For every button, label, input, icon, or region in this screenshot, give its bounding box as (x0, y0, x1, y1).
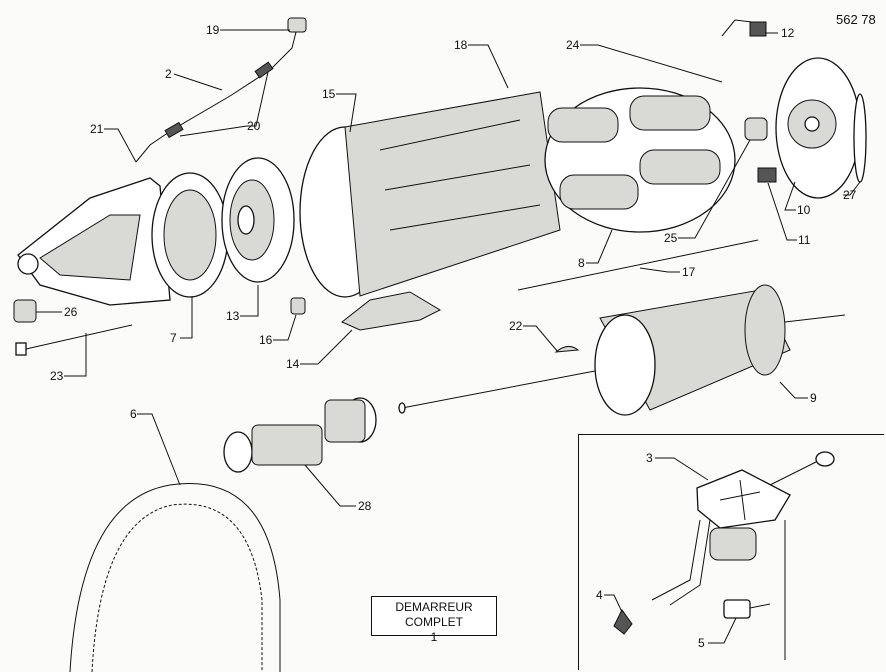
through-bolt-23 (15, 324, 133, 356)
clip-4 (613, 609, 633, 635)
armature (398, 284, 846, 416)
label-2: 2 (165, 67, 172, 81)
label-10: 10 (797, 203, 811, 217)
bracket-14 (341, 291, 442, 331)
label-24: 24 (566, 38, 580, 52)
label-9: 9 (810, 391, 817, 405)
solenoid-switch (651, 451, 835, 660)
label-14: 14 (286, 357, 300, 371)
label-23: 23 (50, 369, 64, 383)
terminal-11 (757, 167, 777, 183)
bushing-25 (744, 117, 768, 141)
tie-rod-17 (517, 239, 759, 291)
field-coils (544, 87, 736, 233)
wire-assembly (135, 17, 307, 163)
key-22 (554, 346, 580, 353)
bushing-16 (290, 297, 306, 315)
label-4: 4 (596, 588, 603, 602)
label-22: 22 (509, 319, 523, 333)
label-25: 25 (664, 231, 678, 245)
cover-plate (221, 157, 295, 283)
label-7: 7 (170, 331, 177, 345)
washer-27 (853, 93, 867, 183)
label-3: 3 (646, 451, 653, 465)
label-5: 5 (698, 636, 705, 650)
drive-end-housing (17, 172, 229, 306)
bushing-26 (13, 299, 37, 323)
leader-lines (36, 29, 861, 644)
label-19: 19 (206, 23, 220, 37)
label-18: 18 (454, 38, 468, 52)
connector-12 (721, 19, 767, 37)
label-8: 8 (578, 256, 585, 270)
commutator-end-plate (775, 57, 861, 199)
ring-gear (69, 483, 281, 672)
figure-code: 562 78 (836, 12, 876, 27)
label-20: 20 (247, 119, 261, 133)
yoke-body (299, 91, 561, 298)
label-15: 15 (322, 87, 336, 101)
label-11: 11 (798, 233, 811, 247)
title-box: DEMARREUR COMPLET 1 (371, 596, 497, 644)
label-16: 16 (259, 333, 273, 347)
title-line-2: 1 (430, 630, 438, 644)
title-line-1: DEMARREUR COMPLET (395, 600, 473, 629)
label-27: 27 (843, 188, 857, 202)
pinion-drive (223, 397, 377, 473)
inset-frame (578, 434, 884, 670)
label-28: 28 (358, 499, 372, 513)
label-12: 12 (781, 26, 795, 40)
label-26: 26 (64, 305, 78, 319)
label-13: 13 (226, 309, 240, 323)
label-21: 21 (90, 122, 104, 136)
label-6: 6 (130, 407, 137, 421)
clamp-5 (723, 599, 771, 619)
label-17: 17 (682, 265, 696, 279)
